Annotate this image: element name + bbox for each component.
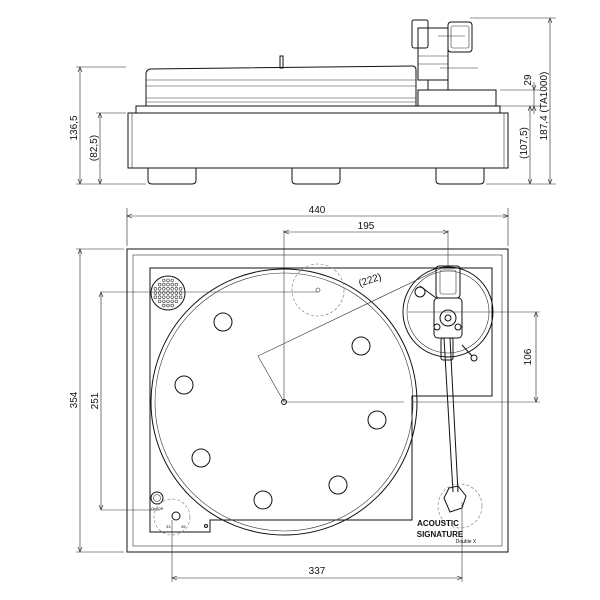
grille-hole — [178, 295, 183, 299]
grille-hole — [174, 282, 179, 287]
tonearm-rest — [470, 354, 478, 362]
model-label: Double X — [456, 539, 477, 545]
platter-hole — [328, 475, 348, 495]
grille-hole — [162, 278, 166, 283]
grille-hole — [178, 287, 183, 291]
grille-hole — [166, 291, 170, 295]
grille-hole — [170, 303, 174, 308]
grille-hole — [170, 278, 174, 283]
grille-hole — [166, 303, 170, 308]
grille-hole — [170, 299, 174, 304]
side-foot-left — [147, 168, 197, 185]
grille-hole — [153, 291, 158, 295]
grille-hole — [157, 282, 162, 287]
grille-hole — [170, 295, 174, 299]
top-plate-outline — [149, 267, 493, 533]
side-spindle — [279, 55, 284, 69]
grille-hole — [162, 299, 166, 304]
grille-hole — [157, 295, 162, 299]
side-foot-middle — [291, 168, 341, 185]
dim-top-depth: 354 — [69, 391, 80, 408]
platter-hole — [213, 312, 233, 332]
grille-hole — [166, 299, 170, 304]
grille-hole — [162, 282, 166, 287]
grille-hole — [166, 278, 170, 283]
speed-selector[interactable] — [171, 511, 181, 521]
controls-outline — [153, 498, 191, 536]
side-plinth — [127, 112, 509, 169]
grille-hole — [170, 287, 174, 291]
stylus-area-outline — [437, 483, 483, 529]
top-view: On/Off 33 45 ACOUSTIC SIGNATURE Double X… — [69, 205, 540, 582]
grille-hole — [162, 291, 166, 295]
brand-line-2: SIGNATURE — [417, 530, 464, 539]
grille-hole — [170, 282, 174, 287]
brand-line-1: ACOUSTIC — [417, 519, 459, 528]
grille-hole — [153, 295, 158, 299]
dim-top-arm-offset: 195 — [358, 221, 375, 232]
dim-side-tonearm-height: 29 — [523, 74, 534, 86]
motor-pulley-outline — [291, 263, 345, 317]
grille-hole — [170, 291, 174, 295]
platter-hole — [191, 448, 211, 468]
top-plinth-inner — [132, 254, 503, 547]
side-counterweight — [447, 21, 473, 53]
platter-hole — [253, 490, 273, 510]
tonearm-tube — [443, 337, 454, 493]
grille-hole — [162, 303, 166, 308]
grille-hole — [166, 282, 170, 287]
speed-33-label: 33 — [166, 524, 171, 529]
platter-hole — [367, 410, 387, 430]
power-button[interactable] — [150, 491, 164, 505]
speaker-grille-holes — [153, 278, 183, 308]
grille-hole — [162, 287, 166, 291]
grille-hole — [166, 287, 170, 291]
grille-hole — [174, 299, 179, 304]
dim-top-width: 440 — [309, 205, 326, 216]
tonearm-headshell — [443, 485, 467, 513]
dim-side-base-height: (82,5) — [89, 135, 100, 161]
grille-hole — [174, 287, 179, 291]
platter-hole — [174, 375, 194, 395]
tonearm-pivot — [433, 297, 463, 339]
side-view: 136,5 (82,5) 29 (107,5) 187,4 (TA1000) — [69, 17, 556, 185]
side-top-plate — [135, 105, 501, 114]
grille-hole — [157, 291, 162, 295]
dim-top-arm-y: 106 — [523, 348, 534, 365]
grille-hole — [162, 295, 166, 299]
dim-top-spindle-y: 251 — [90, 392, 101, 409]
dim-side-total-height: 136,5 — [69, 115, 80, 140]
speaker-grille — [150, 275, 186, 311]
side-arm-base — [417, 89, 497, 107]
grille-hole — [174, 291, 179, 295]
platter-hole — [351, 336, 371, 356]
dim-top-arm-x: 337 — [309, 566, 326, 577]
side-foot-right — [435, 168, 485, 185]
grille-hole — [157, 287, 162, 291]
dim-side-plinth-height: (107,5) — [519, 127, 530, 159]
dim-top-diagonal: (222) — [357, 272, 383, 290]
grille-hole — [153, 287, 158, 291]
grille-hole — [178, 291, 183, 295]
control-panel: On/Off 33 45 — [150, 491, 208, 536]
grille-hole — [166, 295, 170, 299]
grille-hole — [174, 295, 179, 299]
power-label: On/Off — [151, 506, 164, 511]
side-tonearm-tower — [417, 27, 449, 81]
dim-side-with-arm-height: 187,4 (TA1000) — [539, 72, 550, 141]
grille-hole — [157, 299, 162, 304]
top-plinth-outer — [126, 248, 509, 553]
speed-45-label: 45 — [181, 524, 186, 529]
